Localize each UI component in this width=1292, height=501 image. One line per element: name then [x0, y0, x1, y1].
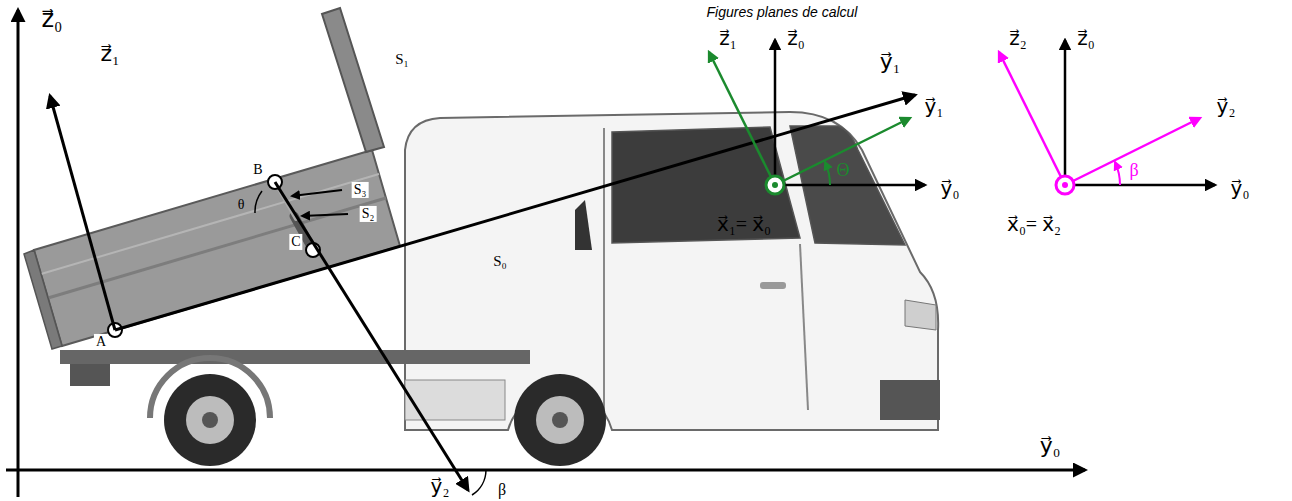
- axis-label: z⃗₁: [719, 27, 736, 50]
- truck-photo: [24, 8, 940, 466]
- axis-label: y⃗₁: [925, 95, 944, 118]
- axis-label: z⃗₀: [787, 27, 804, 50]
- axis-label: z⃗₁: [100, 41, 119, 66]
- axis-label: z⃗₀: [1077, 27, 1094, 50]
- figure-title: Figures planes de calcul: [707, 4, 858, 20]
- part-name: S₀: [493, 253, 507, 270]
- axis-label: x⃗₁= x⃗₀: [717, 213, 771, 236]
- axis-label: y⃗₁: [880, 49, 901, 74]
- point-label: A: [94, 334, 108, 350]
- part-name: S₁: [395, 51, 409, 68]
- part-name: S₃: [352, 182, 369, 198]
- angle-label: θ: [238, 197, 245, 213]
- rotation-figure-theta: [709, 40, 925, 194]
- angle-label: Θ: [837, 160, 850, 181]
- angle-label: β: [498, 481, 506, 499]
- axis-label: x⃗₀= x⃗₂: [1007, 213, 1061, 236]
- axis-label: y⃗₀: [1040, 433, 1061, 458]
- rotation-figure-beta: [999, 40, 1215, 194]
- axis-label: z⃗₀: [42, 6, 63, 34]
- axis-label: y⃗₀: [1231, 177, 1250, 200]
- point-label: B: [251, 162, 264, 178]
- point-label: C: [289, 234, 302, 250]
- axis-label: z⃗₂: [1009, 27, 1026, 50]
- axis-label: y⃗₂: [1217, 95, 1236, 118]
- axis-label: y⃗₀: [941, 177, 960, 200]
- axis-label: y⃗₂: [431, 475, 450, 498]
- part-name: S₂: [360, 206, 377, 222]
- angle-label: β: [1129, 160, 1138, 181]
- reference-axes: [6, 10, 1085, 497]
